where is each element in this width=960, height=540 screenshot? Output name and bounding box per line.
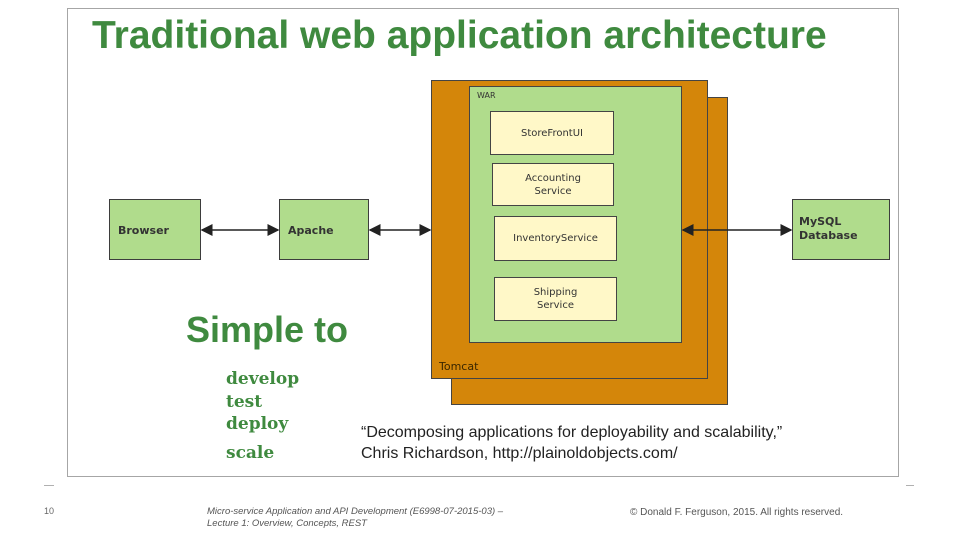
service-label: Accounting Service: [525, 172, 581, 197]
copyright-notice: © Donald F. Ferguson, 2015. All rights r…: [630, 507, 844, 518]
slide-number: 10: [44, 506, 55, 516]
apache-label: Apache: [288, 224, 334, 237]
simple-item-test: test: [226, 392, 263, 412]
course-line1: Micro-service Application and API Develo…: [207, 506, 504, 517]
tomcat-label: Tomcat: [439, 360, 479, 373]
war-label: WAR: [477, 91, 496, 100]
course-line2: Lecture 1: Overview, Concepts, REST: [207, 518, 367, 529]
footer-rule-left: [44, 485, 54, 486]
citation: “Decomposing applications for deployabil…: [361, 422, 782, 464]
browser-label: Browser: [118, 224, 169, 237]
slide-title: Traditional web application architecture: [92, 14, 827, 57]
footer-rule-right: [906, 485, 914, 486]
database-box: MySQL Database: [792, 199, 890, 260]
service-label: StoreFrontUI: [521, 127, 583, 139]
course-footer: Micro-service Application and API Develo…: [207, 506, 503, 530]
citation-line2: Chris Richardson, http://plainoldobjects…: [361, 445, 678, 462]
service-storefrontui: StoreFrontUI: [490, 111, 614, 155]
database-label: MySQL Database: [799, 215, 858, 242]
simple-item-deploy: deploy: [226, 414, 289, 434]
service-label: Shipping Service: [533, 287, 578, 311]
service-accounting: Accounting Service: [492, 163, 614, 206]
service-label: InventoryService: [513, 233, 598, 244]
service-shipping: Shipping Service: [494, 277, 617, 321]
citation-line1: “Decomposing applications for deployabil…: [361, 424, 783, 441]
simple-item-scale: scale: [226, 443, 275, 463]
browser-box: Browser: [109, 199, 201, 260]
simple-item-develop: develop: [226, 369, 300, 389]
service-inventory: InventoryService: [494, 216, 617, 261]
apache-box: Apache: [279, 199, 369, 260]
simple-to-heading: Simple to: [186, 309, 349, 350]
